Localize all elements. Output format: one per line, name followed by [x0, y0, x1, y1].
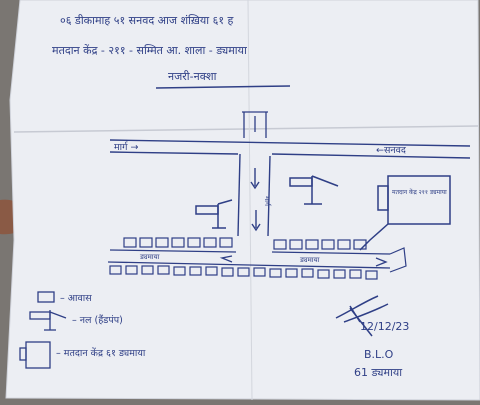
paper-sheet: [5, 0, 480, 401]
header-underline: [155, 85, 291, 89]
legend-tap-symbol: [29, 310, 67, 331]
road-right-label: ←सनवद: [376, 145, 407, 156]
fold-line-vertical: [247, 0, 253, 401]
signature-place: 61 ड्यमाया: [354, 366, 402, 379]
house-row-upper-left: [123, 237, 233, 248]
header-line-2: मतदान केंद्र - २११ - सम्मित आ. शाला - ड्…: [52, 44, 247, 57]
header-line-1: ०६ डीकामाह ५१ सनवद आज शंख़िया ६१ ह: [60, 14, 234, 27]
legend-house-label: – आवास: [60, 293, 92, 304]
legend-tap-label: – नल (हैंडपंप): [72, 314, 123, 326]
vertical-road: [237, 153, 271, 237]
legend-polling-label: – मतदान केंद्र ६१ ड्यमाया: [56, 347, 146, 359]
road-left-label: मार्ग →: [114, 141, 139, 153]
polling-station-building: [359, 175, 451, 251]
legend-house-symbol: [37, 291, 55, 303]
header-line-3: नजरी-नक्शा: [168, 70, 217, 83]
house-row-bottom: [109, 247, 407, 280]
signature-scribble: [335, 295, 389, 337]
handpump-right: [289, 175, 339, 205]
lower-road-left-label: ड्यमाया: [139, 253, 160, 261]
fold-line-horizontal: [13, 125, 479, 133]
house-row-upper-right: [273, 239, 367, 250]
top-side-road: [242, 111, 268, 138]
signature-date: 12/12/23: [360, 320, 409, 333]
legend-polling-symbol: [19, 341, 51, 369]
signature-role: B.L.O: [364, 348, 394, 361]
polling-building-label: मतदान केंद्र २११ ड्यमाया: [392, 188, 447, 196]
handpump-left: [195, 199, 233, 229]
lower-road-right-label: ड्यमाया: [299, 256, 320, 264]
lower-road: [107, 249, 391, 269]
main-road: [109, 139, 471, 159]
vertical-road-label: मार्ग: [263, 196, 272, 207]
